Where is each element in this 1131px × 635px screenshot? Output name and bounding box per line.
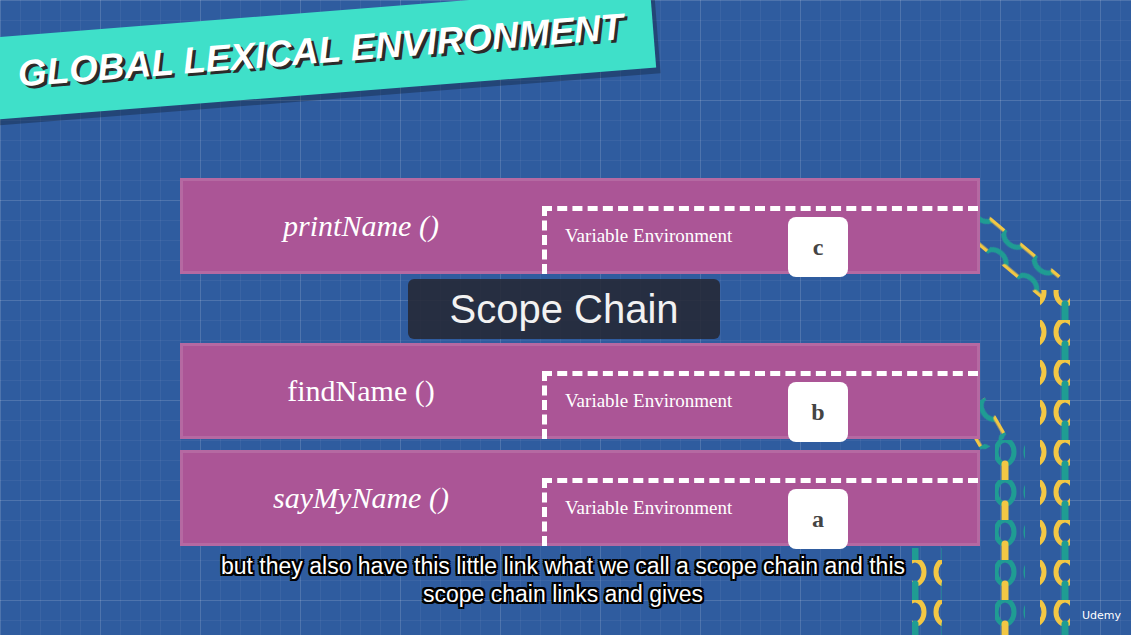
variable-name: c — [813, 234, 824, 261]
variable-environment-box: Variable Environment c — [542, 206, 978, 274]
function-name: printName () — [283, 209, 439, 243]
function-name: findName () — [287, 374, 434, 408]
function-name: sayMyName () — [273, 481, 449, 515]
variable-environment-box: Variable Environment b — [542, 371, 978, 439]
variable-name: b — [811, 399, 824, 426]
environment-label: Variable Environment — [565, 497, 732, 519]
variable-square: b — [788, 382, 848, 442]
variable-square: a — [788, 489, 848, 549]
function-band: findName () Variable Environment b — [180, 343, 980, 439]
scope-chain-overlay: Scope Chain — [408, 279, 720, 339]
variable-name: a — [812, 506, 824, 533]
variable-square: c — [788, 217, 848, 277]
variable-environment-box: Variable Environment a — [542, 478, 978, 546]
environment-label: Variable Environment — [565, 225, 732, 247]
subtitle-caption: but they also have this little link what… — [213, 552, 913, 608]
watermark: Udemy — [1082, 609, 1121, 622]
function-band: sayMyName () Variable Environment a — [180, 450, 980, 546]
title-banner: GLOBAL LEXICAL ENVIRONMENT — [0, 0, 656, 120]
function-band: printName () Variable Environment c — [180, 178, 980, 274]
overlay-title: Scope Chain — [449, 287, 678, 332]
title-text: GLOBAL LEXICAL ENVIRONMENT — [16, 6, 625, 96]
environment-label: Variable Environment — [565, 390, 732, 412]
